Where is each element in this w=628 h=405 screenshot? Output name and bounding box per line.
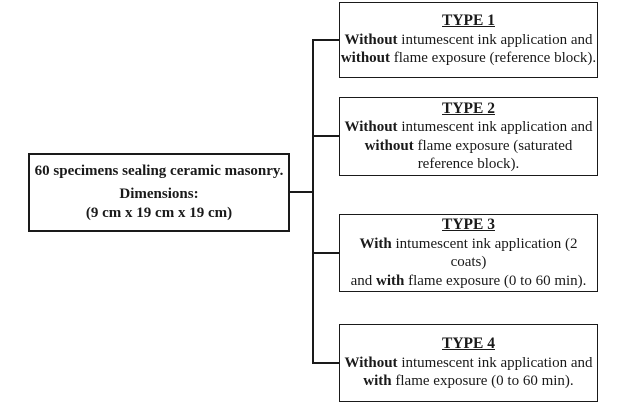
root-box-description: 60 specimens sealing ceramic masonry.	[34, 163, 284, 179]
connector-root-to-trunk	[290, 191, 314, 193]
connector-branch-type4	[312, 362, 340, 364]
connector-branch-type2	[312, 135, 340, 137]
type1-title: TYPE 1	[442, 12, 495, 30]
type3-title: TYPE 3	[442, 216, 495, 233]
type4-title: TYPE 4	[442, 335, 495, 353]
type3-body: With intumescent ink application (2 coat…	[350, 235, 587, 289]
root-box-dimensions-label: Dimensions:	[119, 186, 199, 202]
root-box-dimensions-value: (9 cm x 19 cm x 19 cm)	[85, 205, 233, 221]
root-specimens-box: 60 specimens sealing ceramic masonry. Di…	[28, 153, 290, 232]
type2-box: TYPE 2 Without intumescent ink applicati…	[339, 97, 598, 176]
type3-box: TYPE 3 With intumescent ink application …	[339, 214, 598, 292]
connector-branch-type3	[312, 252, 340, 254]
connector-trunk-vertical	[312, 39, 314, 364]
connector-branch-type1	[312, 39, 340, 41]
type1-box: TYPE 1 Without intumescent ink applicati…	[339, 2, 598, 78]
type2-title: TYPE 2	[442, 99, 495, 117]
type4-box: TYPE 4 Without intumescent ink applicati…	[339, 324, 598, 402]
